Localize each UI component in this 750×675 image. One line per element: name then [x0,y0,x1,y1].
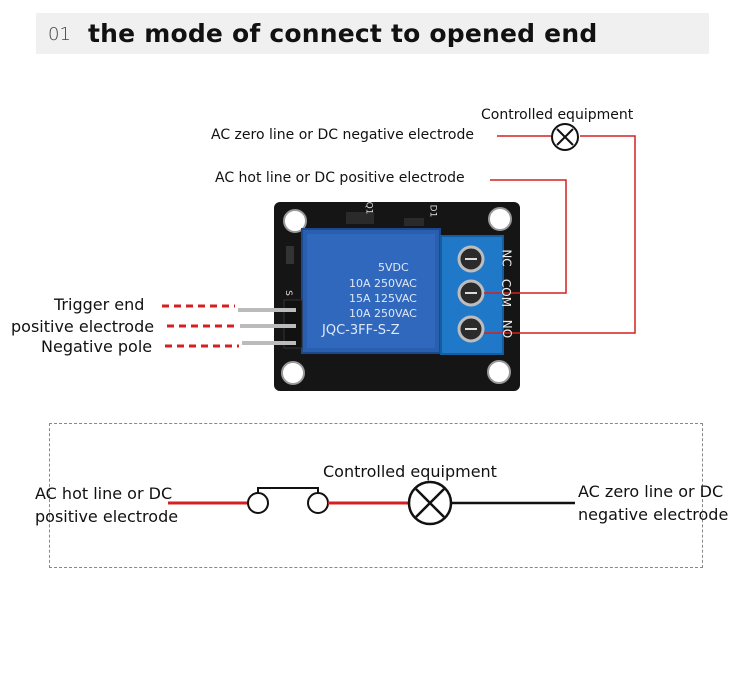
hot-line-wire [484,179,567,294]
label-right-line2: negative electrode [578,505,729,524]
diode-d1 [404,218,424,226]
lamp-top-cross-b [556,128,574,146]
relay-rating-3: 10A 250VAC [349,307,417,320]
mount-hole-tl [283,209,307,233]
relay-rating-2: 15A 125VAC [349,292,417,305]
label-ac-hot-line: AC hot line or DC positive electrode [215,170,465,186]
label-controlled-equipment-bottom: Controlled equipment [323,462,497,481]
label-negative-pole: Negative pole [41,337,153,356]
page-title: the mode of connect to opened end [88,19,598,48]
terminal-label-no: NO [500,319,515,339]
lamp-bottom-cross-b [415,488,445,518]
relay-model: JQC-3FF-S-Z [322,323,400,338]
silkscreen-d1: D1 [427,204,438,218]
terminal-label-nc: NC [499,249,514,267]
terminal-label-com: COM [499,278,514,308]
silkscreen-q1: Q1 [363,201,374,215]
section-number: 01 [48,24,71,45]
silkscreen-pin: S [282,290,293,296]
title-bar: 01 the mode of connect to opened end [36,13,709,54]
led [286,246,294,264]
label-positive-electrode: positive electrode [11,317,155,336]
zero-line-wire-right [484,135,636,334]
mount-hole-bl [281,361,305,385]
schematic-frame [49,423,703,568]
mount-hole-tr [488,207,512,231]
label-ac-zero-line: AC zero line or DC negative electrode [211,127,474,143]
mount-hole-br [487,360,511,384]
label-controlled-equipment-top: Controlled equipment [481,107,634,123]
relay-top [307,234,435,348]
label-left-line1: AC hot line or DC [35,484,173,503]
relay-rating-1: 10A 250VAC [349,277,417,290]
transistor-q1 [346,212,374,224]
switch-blade [257,487,319,493]
label-right-line1: AC zero line or DC [578,482,724,501]
relay-voltage: 5VDC [378,261,409,274]
label-left-line2: positive electrode [35,507,179,526]
label-trigger-end: Trigger end [54,295,145,314]
